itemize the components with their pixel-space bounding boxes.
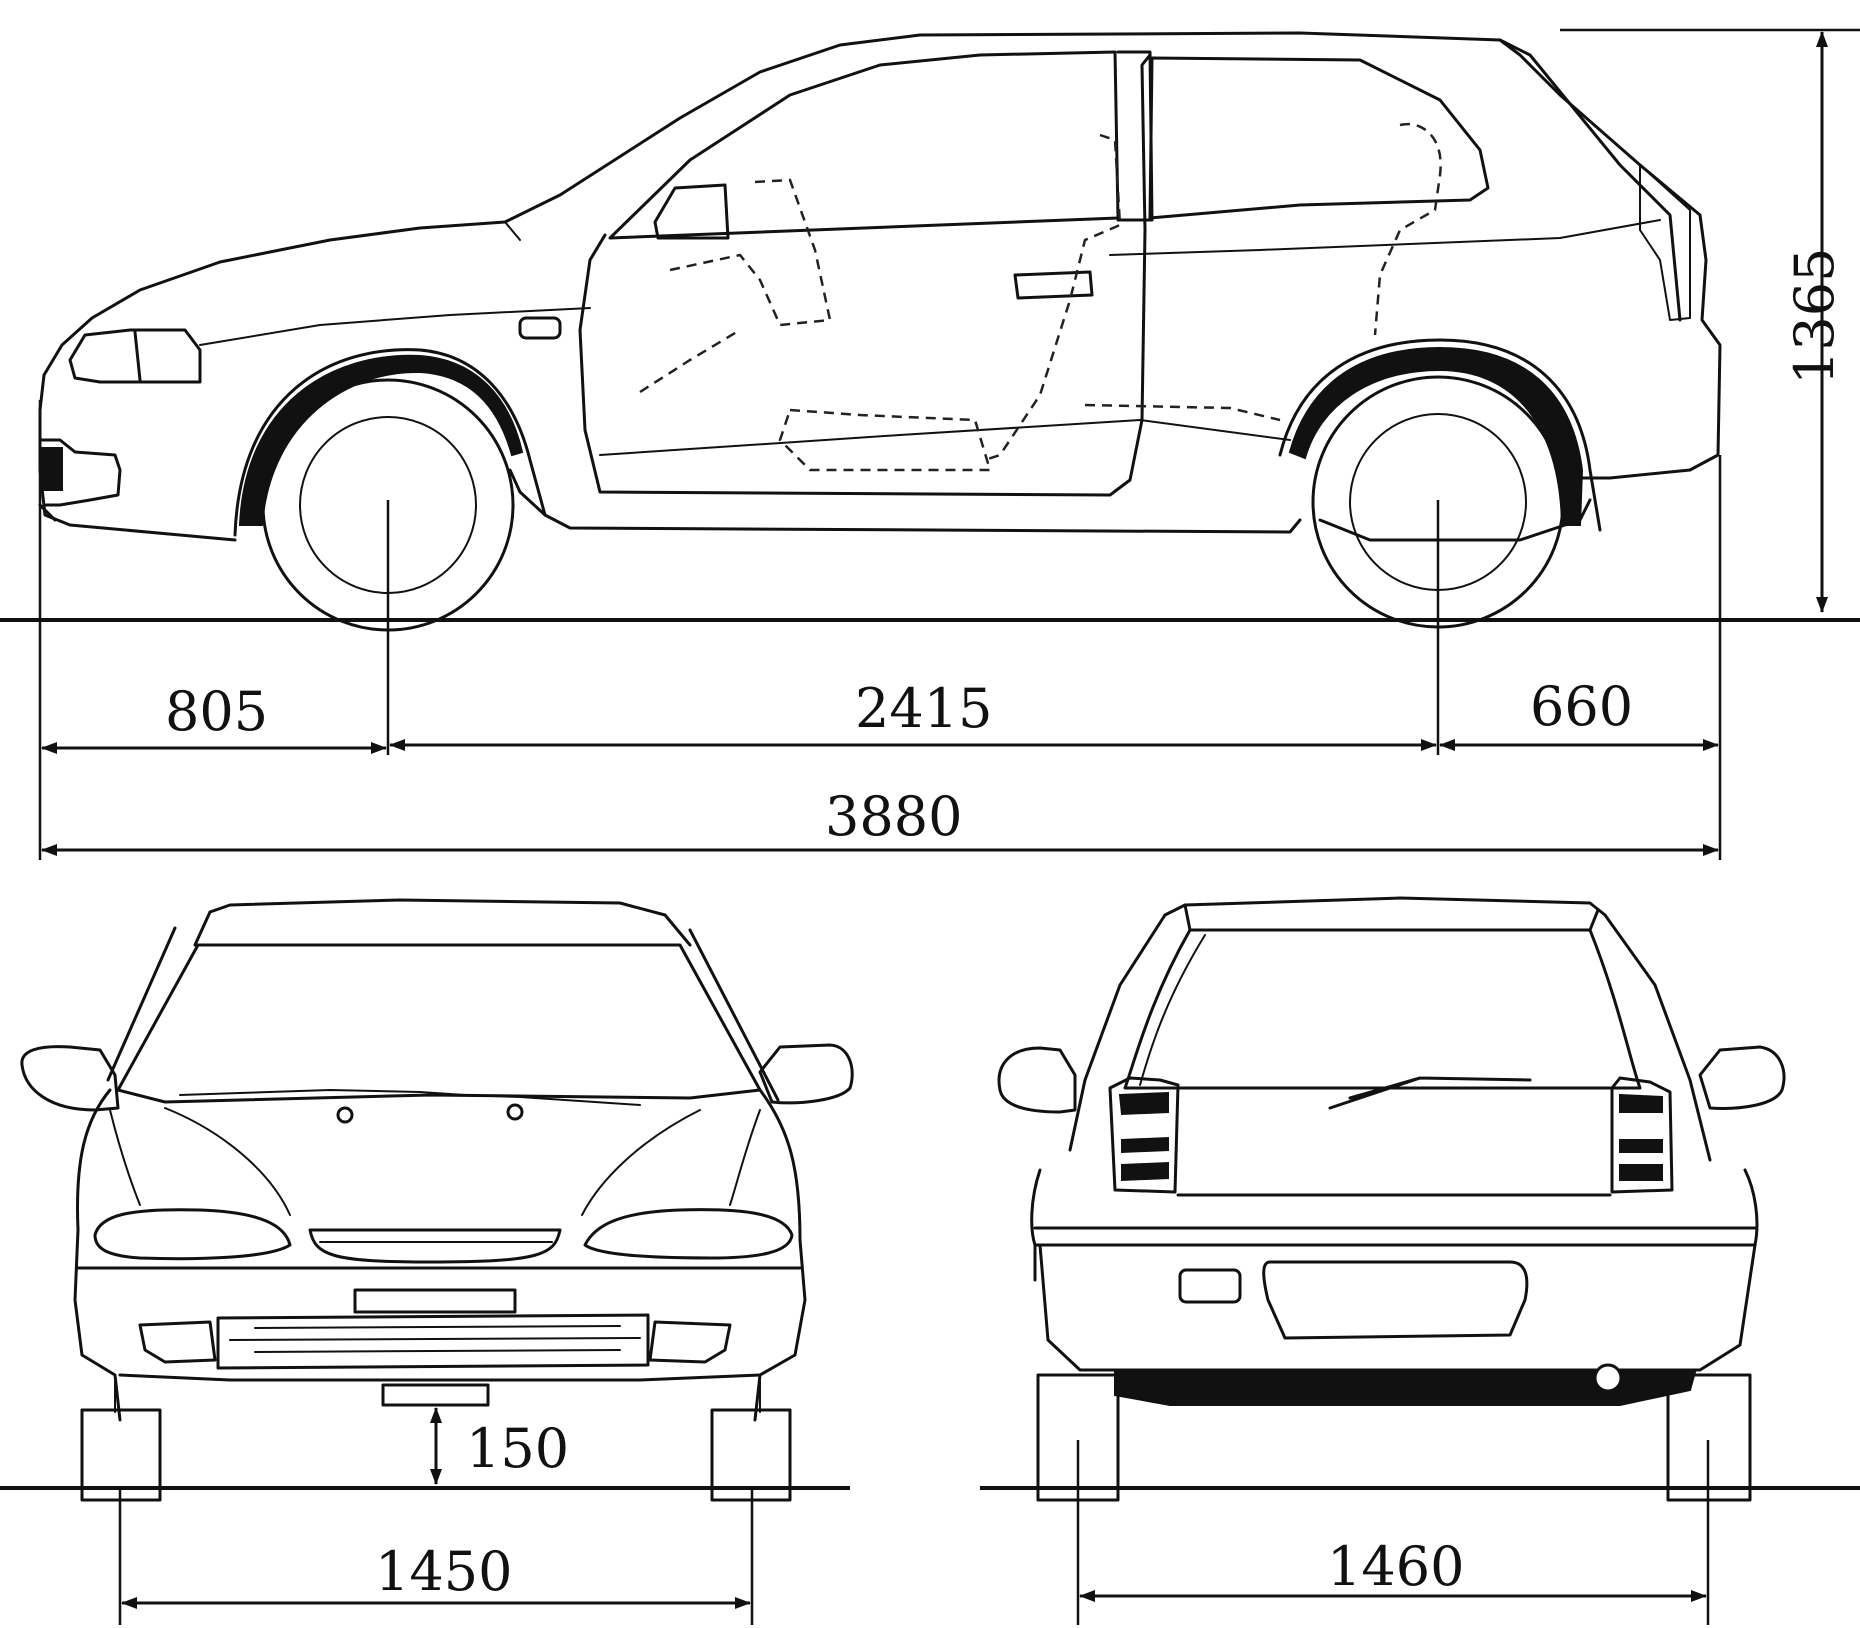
side-front-arch-fill [238,354,524,526]
side-front-window [608,50,1120,240]
front-washer-right [506,1103,524,1121]
front-valance [118,1373,762,1382]
front-headlight-right [583,1208,794,1260]
rear-tire-right [1666,1373,1752,1502]
front-roof-edge [193,910,692,947]
label-height: 1365 [1783,247,1846,385]
rear-roof [1163,896,1607,917]
front-tire-right [710,1408,792,1502]
side-indicator [518,316,562,340]
front-hood-edges [109,1109,761,1206]
rear-wiper [1328,1076,1532,1110]
front-a-pillars [106,926,780,1102]
front-foglight-left [138,1320,217,1364]
front-wipers [179,1089,641,1106]
side-view [0,28,1860,860]
side-mirror [653,183,730,240]
side-front-seat [639,178,992,472]
label-ground-clearance: 150 [466,1417,570,1480]
side-lower-crease [599,419,1291,456]
front-washer-left [336,1106,354,1124]
rear-taillight-left-segments [1118,1091,1169,1182]
rear-view [980,896,1860,1625]
front-windshield [116,943,762,1092]
rear-mirror-right [1698,1045,1786,1110]
front-headlight-left [93,1208,292,1261]
front-mirror-left [20,1045,120,1112]
front-body-sides [73,1228,807,1422]
front-tow-hook [381,1383,490,1407]
label-wheelbase: 2415 [855,677,993,740]
front-hood-creases [164,1107,701,1216]
rear-mirror-left [997,1046,1077,1114]
rear-reflector [1178,1268,1242,1304]
label-overall-length: 3880 [825,785,963,848]
rear-c-pillars [1068,913,1712,1162]
side-b-pillar [1116,50,1154,222]
rear-taillight-right [1610,1076,1674,1194]
side-rear-arch [1278,338,1602,532]
rear-exhaust [1593,1363,1623,1393]
label-front-track: 1450 [375,1540,513,1603]
label-rear-overhang: 660 [1530,675,1634,738]
front-tire-left [80,1408,162,1502]
label-front-overhang: 805 [165,680,269,743]
side-rear-window [1148,56,1490,220]
side-hood-crease [199,221,591,346]
side-rear-seat [984,122,1442,462]
side-body-outline [38,31,1722,542]
rear-taillight-left [1108,1076,1180,1194]
rear-body-sides [1030,1168,1759,1247]
front-view [0,898,854,1625]
front-roof [208,898,667,917]
front-intake-slats [229,1325,641,1353]
label-rear-track: 1460 [1327,1535,1465,1598]
rear-bumper [1038,1243,1757,1372]
front-license-plate [353,1288,517,1314]
side-bumper-slot [39,447,63,491]
rear-window-inner [1139,934,1206,1086]
front-fender-sides [76,1088,802,1242]
front-lower-intake [216,1313,650,1370]
side-rear-arch-fill [1288,346,1584,526]
side-door [578,53,1152,497]
front-grille [308,1228,562,1264]
side-headlight [68,328,202,384]
rear-taillight-right-segments [1619,1093,1663,1181]
side-door-handle [1013,270,1094,300]
side-taillight [1639,164,1691,321]
front-mirror-right [758,1043,854,1105]
rear-window [1123,928,1642,1090]
rear-license-recess [1262,1260,1529,1340]
rear-bumper-top [1033,1226,1757,1282]
side-belt-line [1109,219,1661,256]
side-front-arch [233,348,547,537]
front-foglight-right [648,1320,732,1364]
rear-underbody [1114,1371,1697,1406]
side-tailgate [1498,38,1682,322]
front-cowl [116,1088,762,1104]
rear-tire-left [1036,1373,1120,1502]
rear-spoiler [1183,903,1600,932]
front-suspension [114,1374,761,1413]
side-sill [38,468,1302,542]
